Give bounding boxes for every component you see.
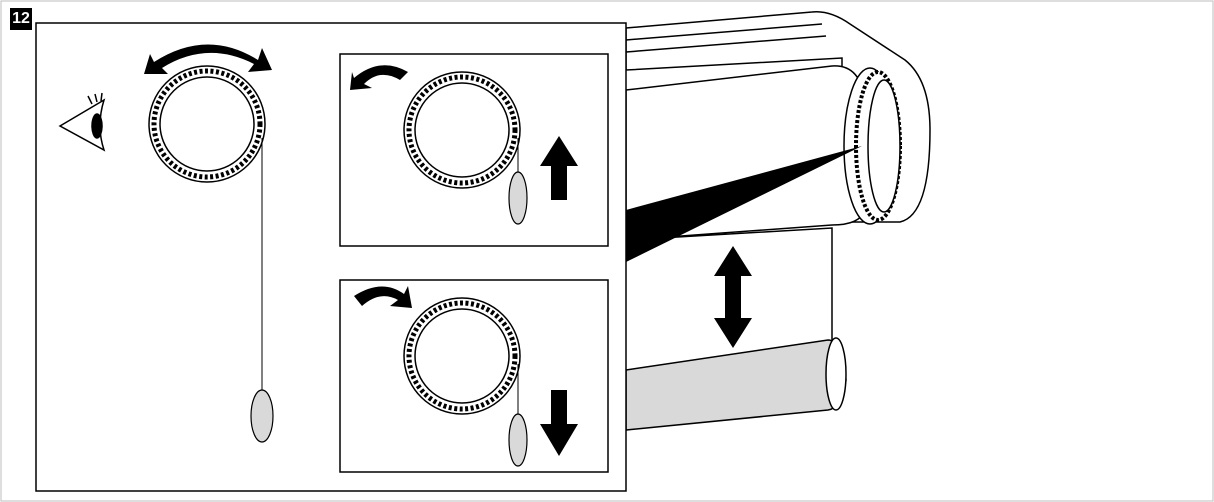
end-cap-inner	[867, 79, 901, 213]
rotate-both-arrow-icon	[144, 44, 272, 74]
rotate-cw-arrow-icon	[354, 286, 412, 308]
bottom-bar-cap	[825, 337, 847, 411]
fabric	[625, 227, 833, 340]
bottom-bar	[625, 339, 847, 431]
cord-weight-lower	[508, 413, 528, 467]
up-down-arrow-icon	[714, 246, 752, 348]
gear-ring-main	[148, 65, 266, 183]
rotate-ccw-arrow-icon	[350, 65, 408, 90]
cord-weight-raise	[508, 171, 528, 225]
eye-icon	[58, 92, 106, 152]
step-number-badge: 12	[10, 8, 32, 30]
arrow-up-icon	[540, 136, 578, 200]
roller-blind-illustration	[625, 11, 931, 431]
gear-ring-raise	[403, 71, 521, 189]
cord-weight	[250, 389, 274, 443]
gear-ring-lower	[403, 297, 521, 415]
housing-line	[625, 23, 823, 41]
panel-lower	[339, 279, 609, 473]
shadow-wedge	[626, 146, 862, 262]
housing-line-2	[625, 35, 827, 53]
arrow-down-icon	[540, 390, 578, 456]
